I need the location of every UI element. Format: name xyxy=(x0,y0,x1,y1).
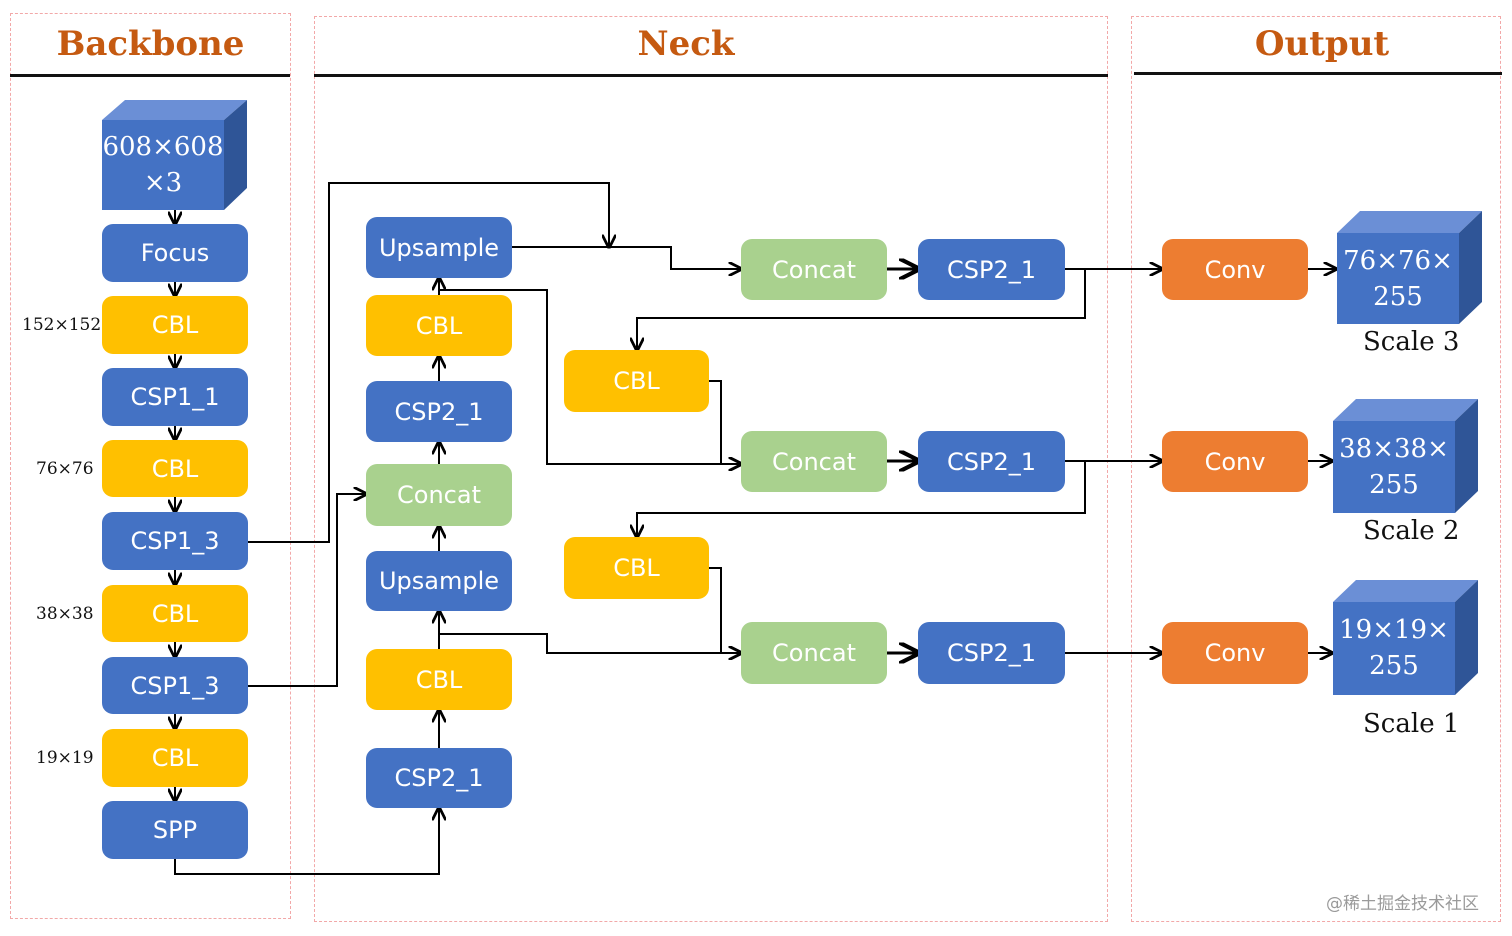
watermark: @稀土掘金技术社区 xyxy=(1326,894,1479,914)
neck-rule xyxy=(314,74,1108,77)
neck-csp2-1-b: CSP2_1 xyxy=(366,748,512,808)
backbone-cbl-76: CBL xyxy=(102,440,248,497)
backbone-cbl-19: CBL xyxy=(102,729,248,787)
backbone-rule xyxy=(10,74,290,77)
output-panel xyxy=(1131,16,1501,922)
output-cube-19-shape xyxy=(1333,580,1478,695)
output-cube-38-label: 38×38× 255 xyxy=(1339,434,1449,500)
csp1-3-block-38: CSP1_3 xyxy=(102,657,248,714)
neck-csp2-1-c3: CSP2_1 xyxy=(918,622,1065,684)
neck-title: Neck xyxy=(637,24,735,64)
scale-label-3: Scale 3 xyxy=(1363,327,1460,357)
focus-block: Focus xyxy=(102,224,248,282)
output-conv-2: Conv xyxy=(1162,431,1308,492)
backbone-cbl-152: CBL xyxy=(102,296,248,354)
neck-csp2-1-c2: CSP2_1 xyxy=(918,431,1065,492)
neck-concat-1: Concat xyxy=(741,239,887,300)
input-cube-shape xyxy=(102,100,247,210)
dim-label-19: 19×19 xyxy=(36,748,94,768)
neck-concat-3: Concat xyxy=(741,622,887,684)
neck-concat-2: Concat xyxy=(741,431,887,492)
neck-upsample-top: Upsample xyxy=(366,217,512,278)
output-cube-76-shape xyxy=(1337,211,1482,324)
output-conv-1: Conv xyxy=(1162,239,1308,300)
backbone-panel xyxy=(10,13,291,919)
backbone-title: Backbone xyxy=(56,24,245,64)
csp1-1-block: CSP1_1 xyxy=(102,368,248,426)
neck-cbl-b: CBL xyxy=(366,649,512,710)
output-cube-76-label: 76×76× 255 xyxy=(1343,246,1453,312)
output-rule xyxy=(1134,72,1502,75)
neck-concat-mid: Concat xyxy=(366,464,512,526)
neck-csp2-1-c1: CSP2_1 xyxy=(918,239,1065,300)
output-cube-38-shape xyxy=(1333,399,1478,513)
output-title: Output xyxy=(1254,24,1390,64)
dim-label-38: 38×38 xyxy=(36,604,94,624)
csp1-3-block-76: CSP1_3 xyxy=(102,512,248,570)
dim-label-152: 152×152 xyxy=(22,315,102,335)
neck-csp2-1-a: CSP2_1 xyxy=(366,381,512,442)
neck-cbl-a: CBL xyxy=(366,295,512,356)
neck-upsample-low: Upsample xyxy=(366,551,512,611)
input-cube-label: 608×608 ×3 xyxy=(102,132,224,198)
neck-cbl-d: CBL xyxy=(564,537,709,599)
output-conv-3: Conv xyxy=(1162,622,1308,684)
scale-label-2: Scale 2 xyxy=(1363,516,1460,546)
spp-block: SPP xyxy=(102,801,248,859)
output-cube-19-label: 19×19× 255 xyxy=(1339,615,1449,681)
neck-panel xyxy=(314,16,1108,922)
backbone-cbl-38: CBL xyxy=(102,585,248,642)
scale-label-1: Scale 1 xyxy=(1363,709,1460,739)
dim-label-76: 76×76 xyxy=(36,459,94,479)
neck-cbl-c: CBL xyxy=(564,350,709,412)
